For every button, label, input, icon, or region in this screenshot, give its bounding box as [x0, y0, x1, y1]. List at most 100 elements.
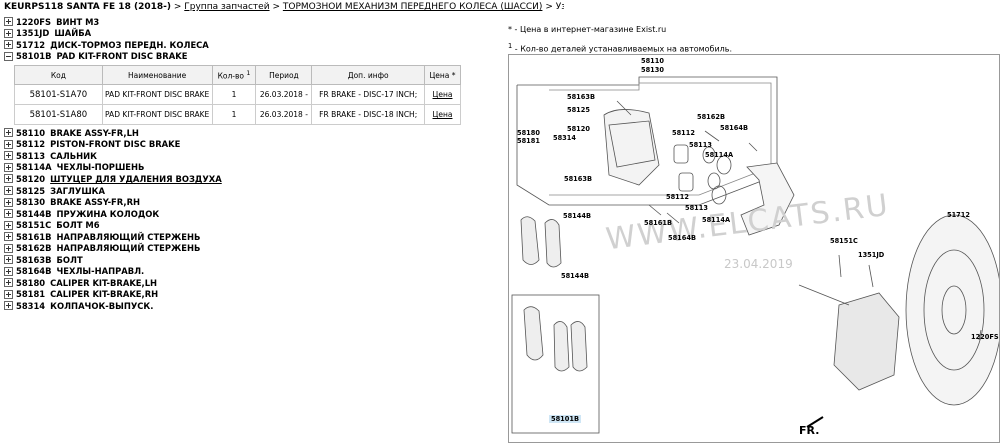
tree-item-58110[interactable]: 58110 BRAKE ASSY-FR,LH [4, 127, 484, 139]
qty-header-footnote: 1 [246, 69, 251, 77]
callout-58112[interactable]: 58112 [666, 193, 689, 201]
part-code: 58112 [16, 139, 46, 150]
callout-58113[interactable]: 58113 [689, 141, 712, 149]
expand-icon[interactable] [4, 289, 13, 299]
guide-pin-line [704, 130, 720, 142]
expand-icon[interactable] [4, 278, 13, 288]
expand-icon[interactable] [4, 174, 13, 184]
callout-58125[interactable]: 58125 [567, 106, 590, 114]
callout-58144B[interactable]: 58144B [563, 212, 591, 220]
expand-icon[interactable] [4, 139, 13, 149]
callout-58161B[interactable]: 58161B [644, 219, 672, 227]
callout-58114A[interactable]: 58114A [705, 151, 734, 159]
callout-58163B[interactable]: 58163B [567, 93, 595, 101]
expand-icon[interactable] [4, 28, 13, 38]
table-row[interactable]: 58101-S1A80 PAD KIT-FRONT DISC BRAKE 1 2… [14, 104, 461, 125]
part-code: 58144B [16, 208, 52, 219]
bracket-shape [740, 162, 795, 236]
callout-58180[interactable]: 58180 [517, 129, 540, 137]
leader-line-3 [868, 264, 874, 288]
callout-58130[interactable]: 58130 [641, 66, 664, 74]
part-code: 58163B [16, 254, 52, 265]
price-link[interactable]: Цена [432, 90, 453, 99]
expand-icon[interactable] [4, 162, 13, 172]
expand-icon[interactable] [4, 17, 13, 27]
expand-icon[interactable] [4, 151, 13, 161]
expand-icon[interactable] [4, 209, 13, 219]
callout-51712[interactable]: 51712 [947, 211, 970, 219]
expand-icon[interactable] [4, 128, 13, 138]
callout-1351JD[interactable]: 1351JD [858, 251, 885, 259]
expand-icon[interactable] [4, 243, 13, 253]
callout-58163B[interactable]: 58163B [564, 175, 592, 183]
expand-icon[interactable] [4, 232, 13, 242]
part-name: CALIPER KIT-BRAKE,LH [50, 277, 158, 288]
part-code: 58114A [16, 162, 52, 173]
breadcrumb-separator: > [173, 2, 182, 12]
piston-shape-2 [678, 172, 694, 192]
piston-shape-1 [673, 144, 689, 164]
part-name: БОЛТ [56, 254, 83, 265]
part-name: BRAKE ASSY-FR,RH [50, 197, 141, 208]
expand-icon[interactable] [4, 301, 13, 311]
part-code: 1351JD [16, 28, 50, 39]
callout-58114A[interactable]: 58114A [702, 216, 731, 224]
table-row[interactable]: 58101-S1A70 PAD KIT-FRONT DISC BRAKE 1 2… [14, 84, 461, 105]
callout-58314[interactable]: 58314 [553, 134, 576, 142]
expand-icon[interactable] [4, 197, 13, 207]
exploded-diagram[interactable]: WWW.ELCATS.RU 23.04.2019 58110 58130 581… [508, 54, 1000, 443]
cell-name: PAD KIT-FRONT DISC BRAKE [101, 84, 213, 105]
callout-58112[interactable]: 58112 [672, 129, 695, 137]
cell-price: Цена [424, 84, 461, 105]
column-header-qty: Кол-во 1 [211, 65, 257, 85]
expand-icon[interactable] [4, 220, 13, 230]
callout-58151C[interactable]: 58151C [830, 237, 858, 245]
breadcrumb-link-section[interactable]: ТОРМОЗНОЙ МЕХАНИЗМ ПЕРЕДНЕГО КОЛЕСА (ШАС… [282, 2, 543, 12]
callout-58181[interactable]: 58181 [517, 137, 540, 145]
part-name[interactable]: ШТУЦЕР ДЛЯ УДАЛЕНИЯ ВОЗДУХА [50, 173, 222, 184]
callout-58162B[interactable]: 58162B [697, 113, 725, 121]
collapse-icon[interactable] [4, 51, 13, 61]
parts-table: Код Наименование Кол-во 1 Период Доп. ин… [14, 65, 461, 125]
callout-58101B[interactable]: 58101B [549, 415, 581, 423]
cell-name: PAD KIT-FRONT DISC BRAKE [101, 104, 213, 125]
price-link[interactable]: Цена [432, 110, 453, 119]
callout-58113[interactable]: 58113 [685, 204, 708, 212]
callout-1220FS[interactable]: 1220FS [971, 333, 999, 341]
cell-qty: 1 [211, 84, 257, 105]
callout-58164B[interactable]: 58164B [720, 124, 748, 132]
callout-58164B[interactable]: 58164B [668, 234, 696, 242]
callout-58144B[interactable]: 58144B [561, 272, 589, 280]
part-name: BRAKE ASSY-FR,LH [50, 127, 139, 138]
front-arrow-icon [806, 416, 824, 428]
tree-item-58163B[interactable]: 58163B БОЛТ [4, 254, 484, 266]
part-code: 58125 [16, 185, 46, 196]
expand-icon[interactable] [4, 266, 13, 276]
part-code: 58110 [16, 127, 46, 138]
cell-code: 58101-S1A70 [14, 84, 103, 105]
callout-58110[interactable]: 58110 [641, 57, 664, 65]
expand-icon[interactable] [4, 255, 13, 265]
callout-58120[interactable]: 58120 [567, 125, 590, 133]
expand-icon[interactable] [4, 186, 13, 195]
breadcrumb-link-group[interactable]: Группа запчастей [184, 2, 270, 12]
expand-icon[interactable] [4, 40, 13, 50]
